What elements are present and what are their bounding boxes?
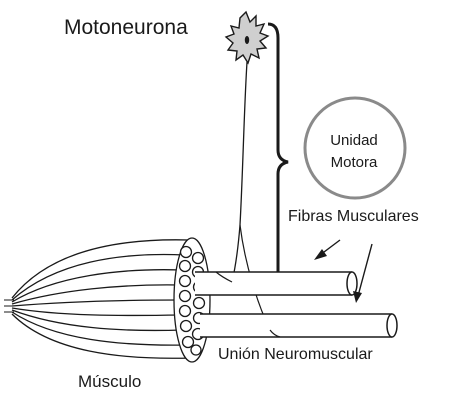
motor-unit-label-line2: Motora [304, 152, 404, 174]
motoneuron-label: Motoneurona [64, 16, 188, 40]
motor-unit-brace [268, 24, 288, 294]
muscle-cross-section [174, 238, 210, 362]
muscle-label: Músculo [78, 372, 141, 392]
motor-unit-label-line1: Unidad [304, 130, 404, 152]
arrow-to-upper-fiber [314, 240, 340, 260]
muscle-fibers-label: Fibras Musculares [288, 208, 419, 226]
motor-unit-label: Unidad Motora [304, 130, 404, 174]
muscle-fiber-lower [200, 314, 397, 337]
muscle-fiber-upper [195, 272, 357, 295]
axon [232, 62, 247, 282]
motoneuron-cell [226, 12, 268, 63]
arrow-to-lower-fiber [353, 244, 372, 303]
neuromuscular-junction-label: Unión Neuromuscular [218, 346, 373, 364]
muscle-body [4, 240, 192, 358]
